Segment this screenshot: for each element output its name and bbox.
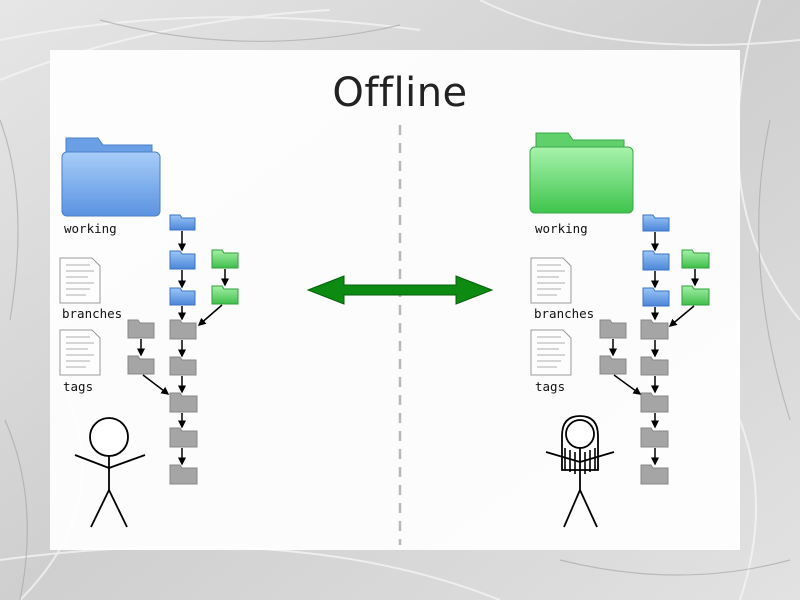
left-repo: working branches tags: [59, 137, 239, 528]
slide-title: Offline: [332, 70, 468, 116]
branches-document-icon: [59, 257, 101, 304]
gray-commit-icon: [599, 355, 627, 375]
tags-document-icon: [59, 329, 101, 376]
gray-commit-icon: [169, 356, 197, 376]
green-commit-icon: [211, 285, 239, 305]
blue-commit-icon: [642, 214, 670, 232]
tags-label: tags: [535, 379, 565, 394]
branches-document-icon: [530, 257, 572, 304]
green-commit-icon: [211, 249, 239, 269]
gray-commit-icon: [127, 355, 155, 375]
right-repo: working branches tags: [529, 132, 710, 528]
gray-commit-icon: [640, 356, 669, 376]
gray-commit-icon: [640, 319, 669, 340]
tags-document-icon: [530, 329, 572, 376]
gray-commit-icon: [169, 319, 197, 340]
branches-label: branches: [534, 306, 594, 321]
person-long-hair-icon: [545, 415, 615, 528]
gray-commit-icon: [169, 427, 198, 448]
blue-commit-icon: [169, 250, 196, 270]
blue-commit-icon: [169, 214, 196, 231]
gray-commit-icon: [169, 464, 198, 485]
blue-commit-icon: [169, 287, 196, 306]
tags-label: tags: [63, 379, 93, 394]
blue-commit-icon: [642, 250, 670, 271]
gray-commit-icon: [640, 392, 669, 413]
working-label: working: [535, 221, 588, 236]
green-commit-icon: [681, 285, 710, 306]
working-folder-icon: [61, 137, 161, 217]
sync-arrow-icon: [306, 275, 494, 305]
commit-graph: [599, 214, 710, 485]
gray-commit-icon: [599, 319, 627, 339]
commit-graph: [127, 214, 239, 485]
gray-commit-icon: [640, 464, 669, 485]
gray-commit-icon: [169, 392, 198, 413]
green-commit-icon: [681, 249, 710, 269]
blue-commit-icon: [642, 287, 670, 307]
person-icon: [74, 417, 146, 528]
working-label: working: [64, 221, 117, 236]
slide-panel: [50, 50, 740, 550]
working-folder-icon: [529, 132, 634, 214]
gray-commit-icon: [640, 427, 669, 448]
gray-commit-icon: [127, 319, 155, 339]
branches-label: branches: [62, 306, 122, 321]
